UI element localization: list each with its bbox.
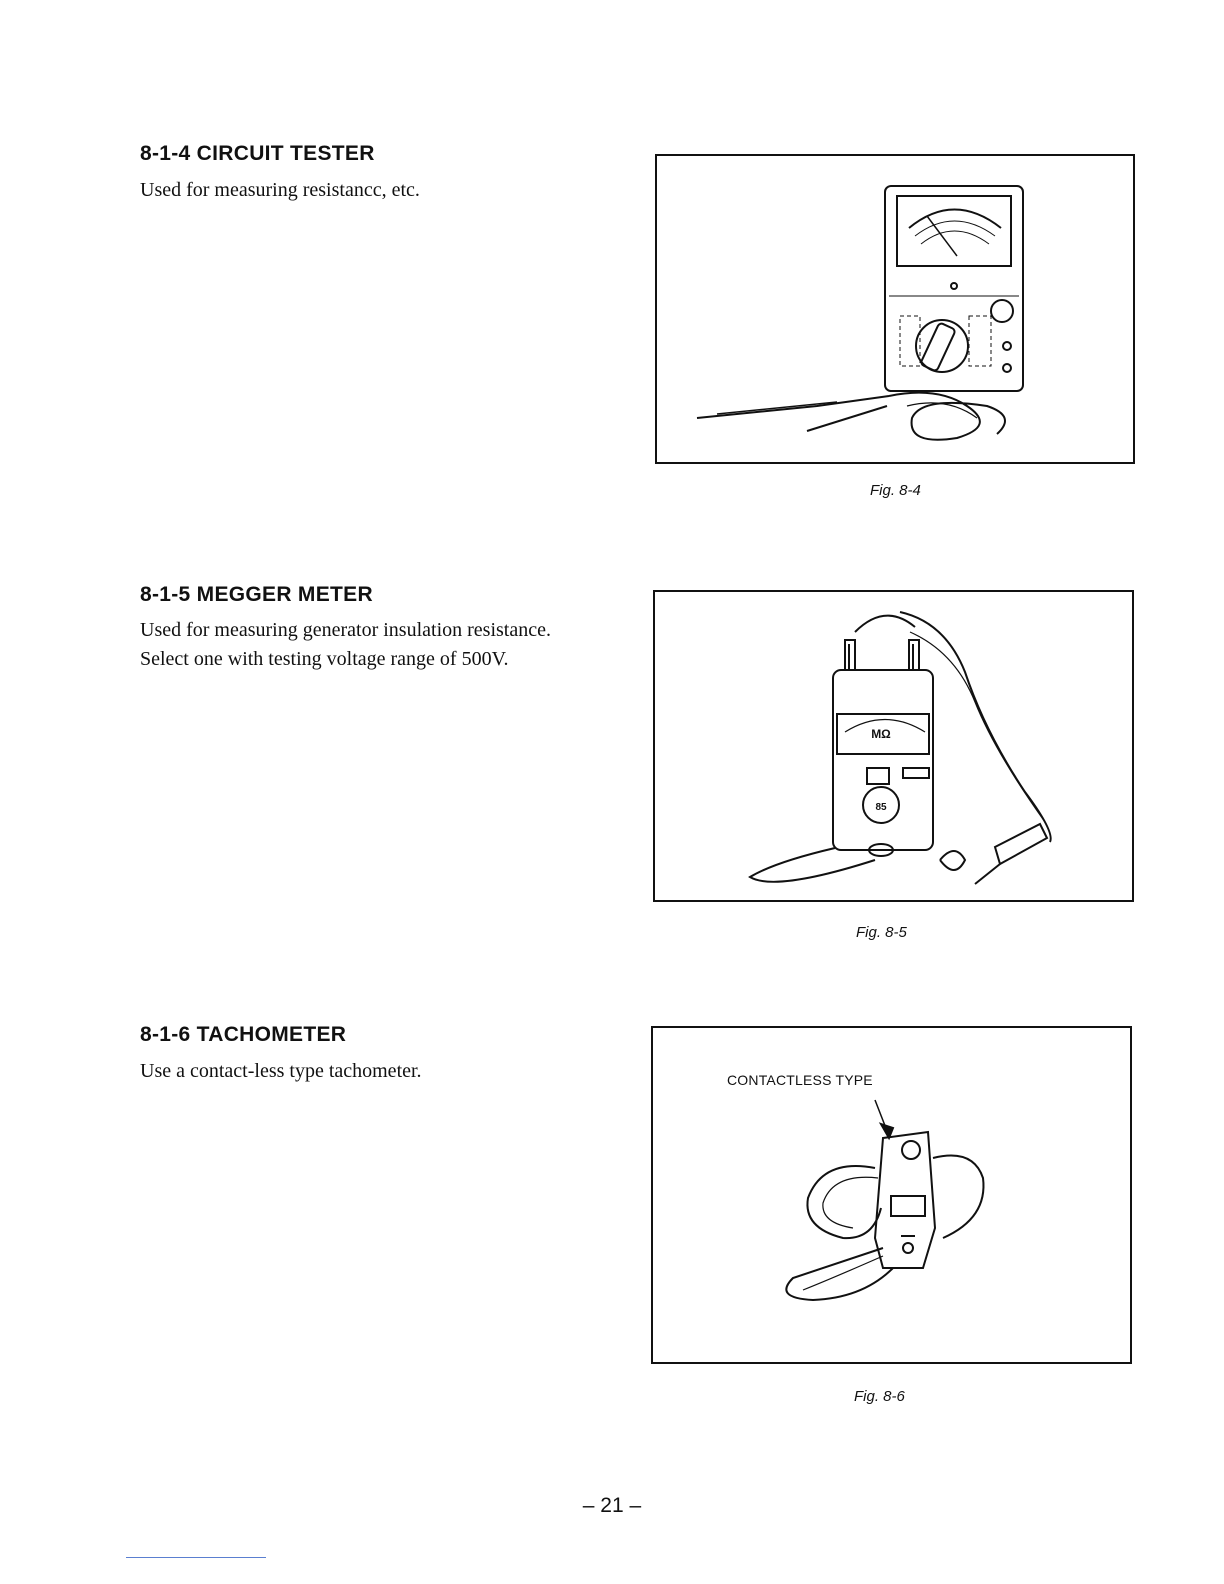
tachometer-illustration xyxy=(653,1028,1130,1362)
dial-label: MΩ xyxy=(871,727,891,741)
figure-tachometer: CONTACTLESS TYPE xyxy=(651,1026,1132,1364)
text-line: Used for measuring resistancc, etc. xyxy=(140,176,420,205)
button-label: 85 xyxy=(875,802,887,813)
section-text-megger-meter: Used for measuring generator insulation … xyxy=(140,616,551,674)
section-heading-circuit-tester: 8-1-4 CIRCUIT TESTER xyxy=(140,142,375,166)
figure-caption-tachometer: Fig. 8-6 xyxy=(854,1388,905,1405)
megger-meter-illustration: MΩ 85 xyxy=(655,592,1132,900)
figure-caption-megger-meter: Fig. 8-5 xyxy=(856,924,907,941)
text-line: Used for measuring generator insulation … xyxy=(140,616,551,645)
figure-circuit-tester xyxy=(655,154,1135,464)
section-text-circuit-tester: Used for measuring resistancc, etc. xyxy=(140,176,420,205)
section-heading-megger-meter: 8-1-5 MEGGER METER xyxy=(140,583,373,607)
circuit-tester-illustration xyxy=(657,156,1133,462)
text-line: Use a contact-less type tachometer. xyxy=(140,1057,422,1086)
section-heading-tachometer: 8-1-6 TACHOMETER xyxy=(140,1023,346,1047)
section-text-tachometer: Use a contact-less type tachometer. xyxy=(140,1057,422,1086)
figure-megger-meter: MΩ 85 xyxy=(653,590,1134,902)
footer-rule xyxy=(126,1557,266,1558)
page-number: – 21 – xyxy=(0,1494,1224,1518)
text-line: Select one with testing voltage range of… xyxy=(140,645,551,674)
figure-caption-circuit-tester: Fig. 8-4 xyxy=(870,482,921,499)
